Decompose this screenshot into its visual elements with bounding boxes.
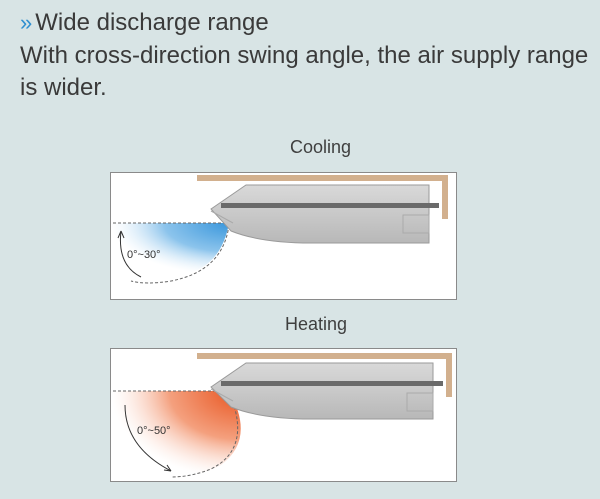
ceiling-wall (197, 175, 448, 219)
double-chevron-icon: » (20, 10, 32, 35)
section-description: With cross-direction swing angle, the ai… (20, 42, 589, 101)
swing-arrow-head (163, 464, 172, 472)
cooling-caption: Cooling (290, 137, 352, 157)
section-title: Wide discharge range (35, 9, 269, 36)
swing-arrow (119, 230, 142, 278)
heating-airflow (111, 391, 241, 480)
cooling-angle-label: 0°~30° (127, 249, 161, 261)
swing-arrow (124, 404, 172, 472)
indoor-unit-louver (210, 210, 430, 234)
ceiling-wall (197, 353, 452, 397)
heating-caption: Heating (285, 314, 348, 334)
heating-illustration (111, 353, 452, 480)
cooling-illustration (111, 175, 448, 284)
indoor-unit-stripe (221, 203, 439, 208)
heating-angle-label: 0°~50° (137, 425, 171, 437)
cooling-airflow (111, 223, 229, 275)
section-heading: »Wide discharge range (20, 8, 269, 38)
swing-arrow-head (117, 230, 125, 239)
airflow-edge-dash (170, 396, 239, 478)
heating-diagram: 0°~50° (110, 348, 457, 482)
cooling-diagram: 0°~30° (110, 172, 457, 300)
indoor-unit-louver (210, 388, 434, 412)
indoor-unit-stripe (221, 381, 443, 386)
indoor-unit-body (210, 362, 434, 420)
airflow-edge-dash (130, 224, 230, 284)
indoor-unit-body (210, 184, 430, 244)
